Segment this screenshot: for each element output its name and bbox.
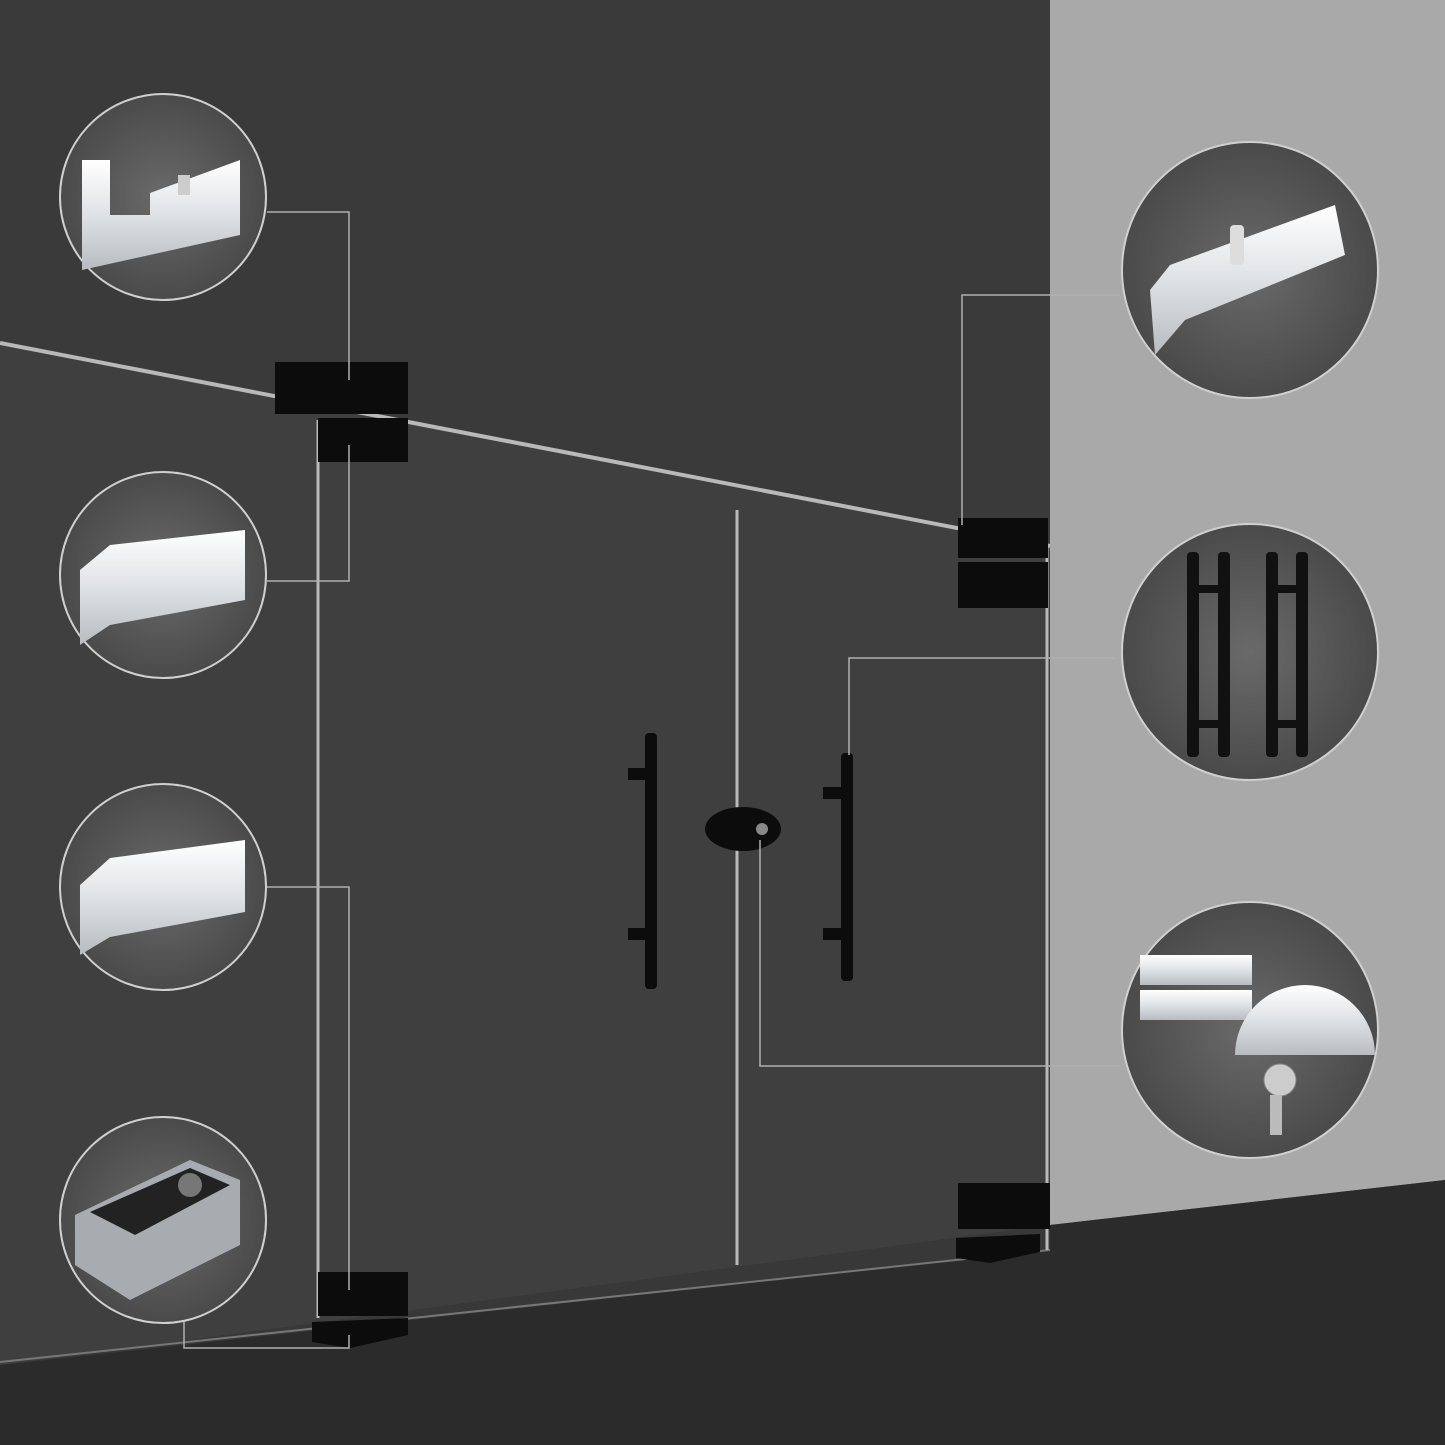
top-patch-fitting-icon [80, 530, 245, 645]
handle-standoff [823, 787, 841, 799]
floor [0, 1180, 1445, 1445]
glass-floor-edge [0, 1249, 1051, 1363]
floor-spring-right[interactable] [956, 1234, 1040, 1263]
top-pivot-patch-icon [1150, 205, 1345, 355]
pull-handle-icon [1187, 552, 1308, 757]
handle-standoff [823, 928, 841, 940]
pull-handle-left[interactable] [645, 733, 657, 989]
callout-top-corner-patch[interactable] [59, 93, 267, 301]
door-lock[interactable] [705, 807, 781, 851]
bottom-patch-fitting-icon [80, 840, 245, 955]
lock-cylinder-icon [756, 823, 768, 835]
glass-door-lock-icon [1140, 955, 1375, 1135]
top-corner-patch[interactable] [275, 362, 408, 414]
bottom-patch-right[interactable] [958, 1183, 1050, 1229]
callout-floor-spring[interactable] [59, 1116, 267, 1324]
handle-standoff [628, 768, 646, 780]
handle-standoff [628, 928, 646, 940]
pull-handle-right[interactable] [841, 753, 853, 981]
bottom-patch-left[interactable] [318, 1272, 408, 1316]
hardware [275, 362, 1050, 1348]
callout-top-patch[interactable] [59, 471, 267, 679]
callout-bottom-patch[interactable] [59, 783, 267, 991]
top-pivot-patch-lower[interactable] [958, 562, 1048, 608]
floor-spring-left[interactable] [312, 1318, 408, 1348]
callout-top-pivot-patch[interactable] [1121, 141, 1379, 399]
callout-pull-handle[interactable] [1121, 523, 1379, 781]
transom-edge [0, 341, 1051, 548]
top-patch[interactable] [318, 418, 408, 462]
top-pivot-patch[interactable] [958, 518, 1048, 558]
floor-spring-icon [75, 1160, 240, 1300]
top-corner-patch-fitting-icon [82, 160, 240, 270]
callout-door-lock[interactable] [1121, 901, 1379, 1159]
callout-lines [183, 211, 1120, 1349]
